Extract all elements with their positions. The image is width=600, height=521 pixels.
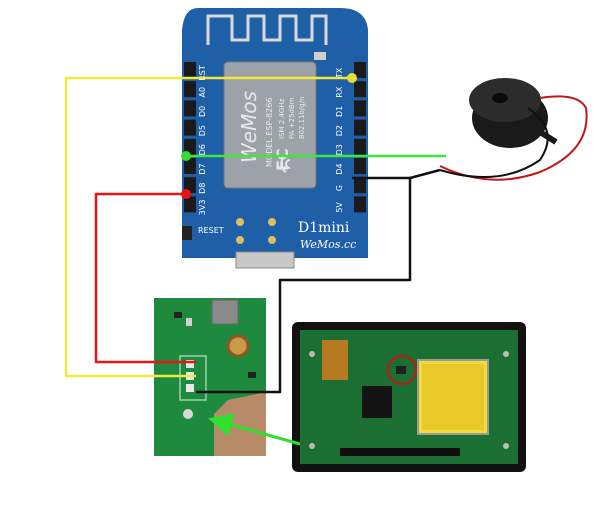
right-pin-label: D4	[335, 163, 344, 174]
right-pin-label: RX	[335, 86, 344, 98]
right-pin-d4	[354, 158, 366, 174]
target-device-board	[292, 322, 526, 472]
left-pin-label: D7	[198, 163, 207, 174]
chip-wifi: 802.11b/g/n	[298, 96, 306, 139]
right-pin-label: TX	[335, 67, 344, 79]
right-pin-g	[354, 177, 366, 194]
left-pin-label: D5	[198, 125, 207, 136]
pad	[268, 236, 276, 244]
right-pin-5v	[354, 196, 366, 213]
usb-connector	[235, 251, 295, 269]
wire-black-gnd	[196, 176, 412, 394]
pad	[236, 236, 244, 244]
pin-dot-d7	[181, 151, 191, 161]
right-pin-d2	[354, 119, 366, 136]
wires	[64, 76, 446, 394]
right-pin-label: D1	[335, 106, 344, 117]
right-pin-label: 5V	[335, 202, 344, 213]
smd-component	[314, 52, 326, 60]
website-label: WeMos.cc	[300, 238, 356, 251]
pin-dot-rx	[347, 73, 357, 83]
left-pin-3v3	[184, 196, 196, 213]
wire-black-buzzer	[409, 168, 441, 180]
left-pin-d6	[184, 138, 196, 155]
pad	[268, 218, 276, 226]
right-pin-rx	[354, 81, 366, 98]
right-pin-d3	[354, 138, 366, 155]
reset-button	[182, 226, 192, 240]
chip-model: MODEL ESP-8266	[265, 98, 274, 167]
left-pin-label: RST	[198, 65, 207, 81]
left-pin-label: 3V3	[198, 200, 207, 216]
wemos-d1-mini-board: WeMos MODEL ESP-8266 ISM 2.4GHz PA +25dB…	[182, 8, 368, 269]
left-pin-label: A0	[198, 87, 207, 98]
right-pin-label: D2	[335, 125, 344, 136]
left-pin-d5	[184, 119, 196, 136]
left-pin-label: D0	[198, 106, 207, 117]
chip-brand: WeMos	[237, 91, 261, 163]
left-pin-label: D6	[198, 144, 207, 155]
arrow-icon	[208, 413, 301, 446]
left-pin-label: D8	[198, 183, 207, 194]
right-pin-d1	[354, 100, 366, 117]
left-pin-a0	[184, 81, 196, 98]
model-name: D1mini	[298, 220, 350, 236]
pad	[236, 218, 244, 226]
reset-label: RESET	[198, 226, 224, 235]
left-pin-rst	[184, 62, 196, 78]
right-pin-label: G	[335, 185, 344, 191]
buzzer-icon	[412, 78, 598, 210]
chip-pa: PA +25dBm	[288, 97, 296, 139]
pin-dot-3v3	[181, 189, 191, 199]
wire-red-3v3	[94, 192, 196, 364]
right-pin-tx	[354, 62, 366, 78]
right-pin-label: D3	[335, 144, 344, 155]
antenna-trace-icon	[206, 14, 328, 45]
wire-yellow-rx	[64, 76, 352, 378]
chip-ism: ISM 2.4GHz	[278, 98, 286, 139]
left-pin-d7	[184, 158, 196, 174]
left-pin-d0	[184, 100, 196, 117]
